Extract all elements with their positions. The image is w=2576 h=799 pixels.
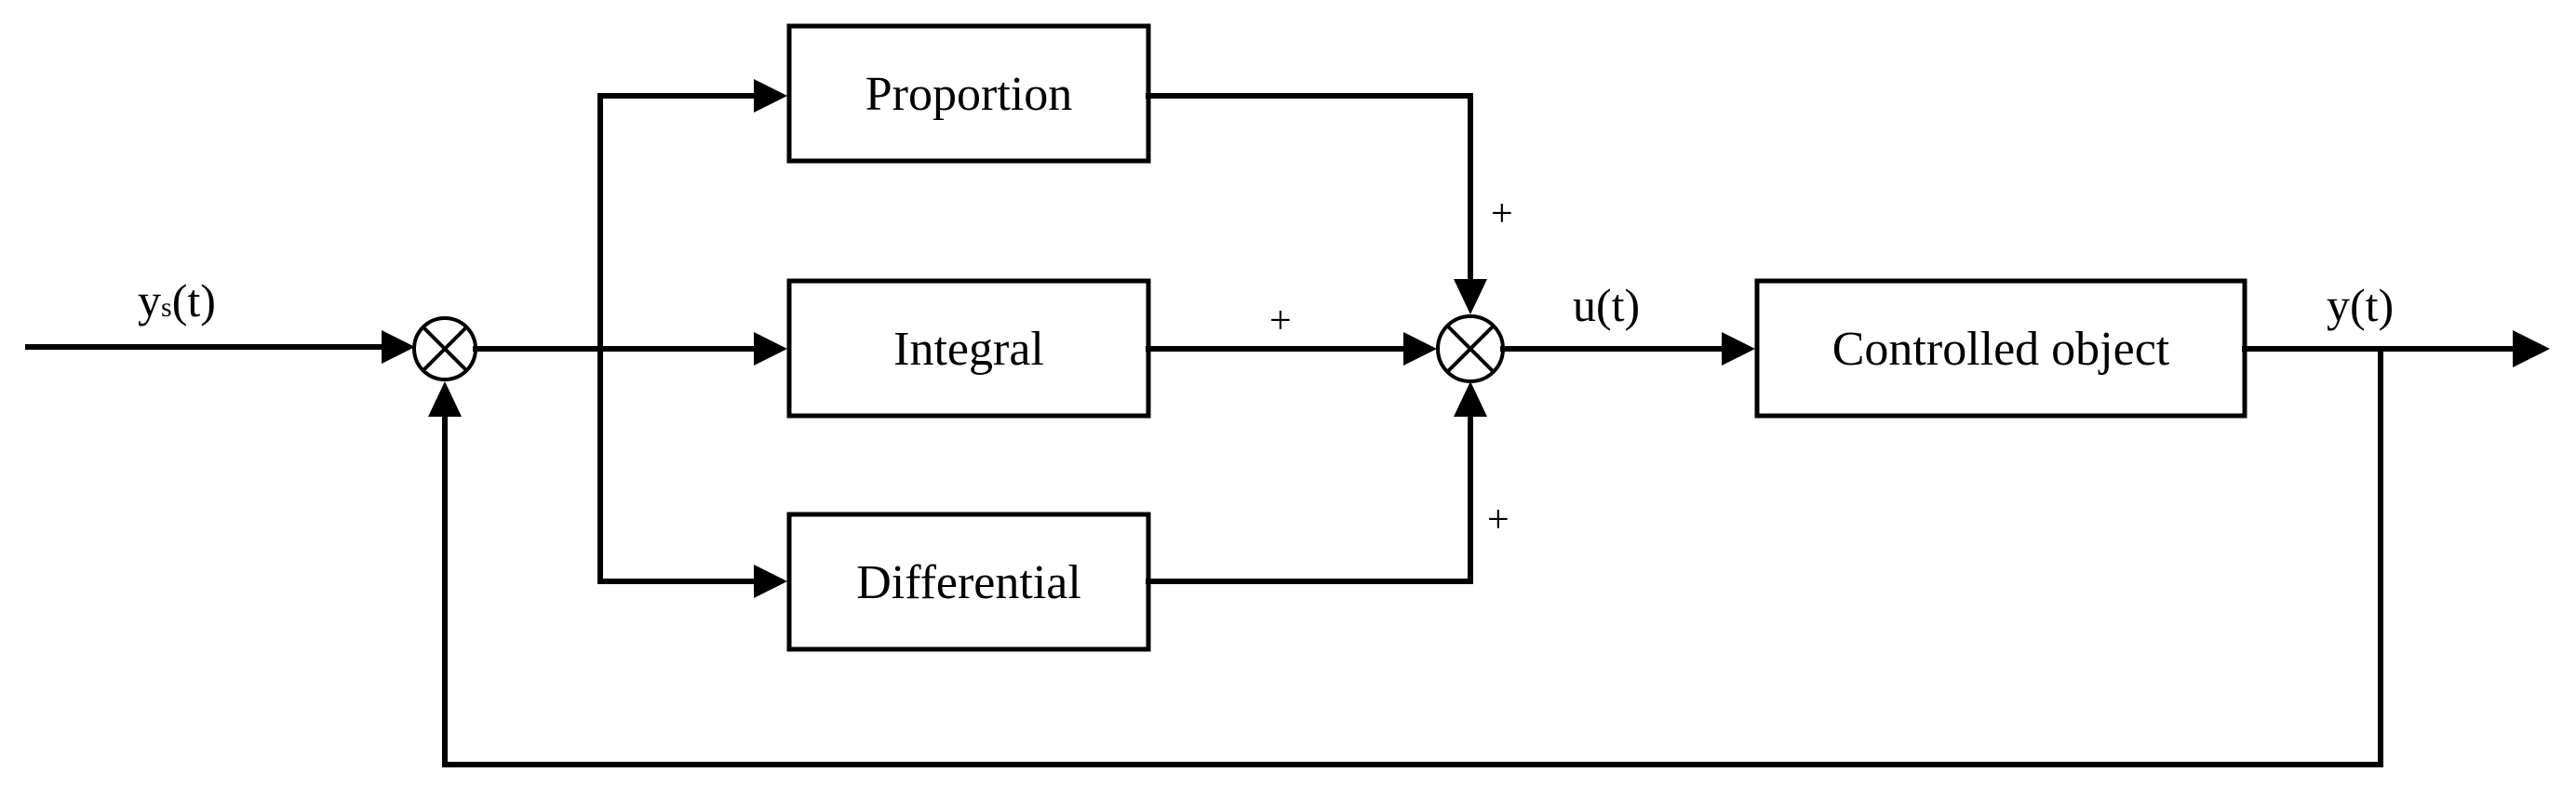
control-signal-arrowhead — [1722, 332, 1755, 366]
error-summing-junction — [412, 316, 477, 381]
output-signal-label: y(t) — [2327, 279, 2394, 331]
setpoint-subscript: s — [161, 292, 172, 323]
differential-sign: + — [1487, 499, 1509, 541]
proportion-block — [786, 23, 1151, 164]
integral-label: Integral — [893, 323, 1044, 376]
proportion-input-arrowhead — [754, 79, 787, 113]
setpoint-main: y — [138, 274, 161, 326]
differential-input-arrowhead — [754, 565, 787, 598]
integral-output-arrowhead — [1403, 332, 1437, 366]
feedback-line — [442, 346, 2383, 767]
controlled-object-label: Controlled object — [1832, 323, 2170, 376]
proportion-output-arrowhead — [1454, 279, 1487, 314]
integral-sign: + — [1269, 300, 1292, 342]
proportion-sign: + — [1491, 193, 1513, 235]
setpoint-label: ys(t) — [138, 274, 216, 326]
integral-block — [786, 278, 1151, 419]
differential-output-arrowhead — [1454, 381, 1487, 417]
output-arrowhead — [2513, 330, 2550, 367]
control-signal-label: u(t) — [1573, 279, 1640, 331]
proportion-label: Proportion — [865, 68, 1072, 121]
controlled-object-block — [1754, 278, 2247, 419]
integral-input-arrowhead — [754, 332, 787, 366]
controller-summing-junction — [1436, 314, 1505, 383]
setpoint-tail: (t) — [172, 274, 216, 326]
differential-label: Differential — [856, 556, 1081, 609]
proportion-output-line — [1146, 93, 1473, 282]
input-arrowhead — [382, 330, 415, 364]
feedback-arrowhead — [428, 381, 462, 417]
differential-output-line — [1146, 414, 1473, 584]
